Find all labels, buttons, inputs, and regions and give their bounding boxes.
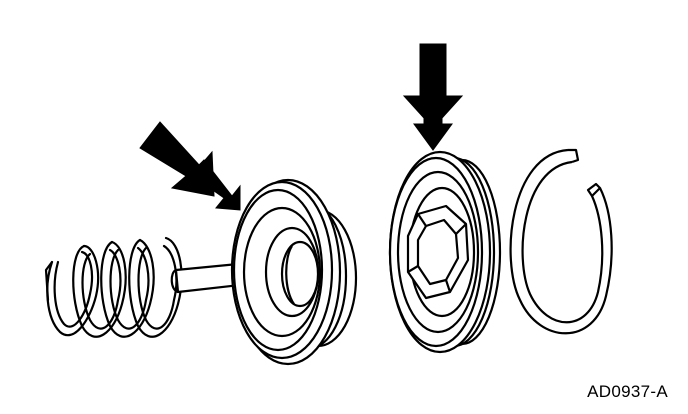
coil-spring [44,236,183,338]
arrow-left-upper [139,121,215,197]
piston-left [230,178,358,366]
arrow-down-icon [402,43,464,151]
snap-ring-end-top [568,148,580,164]
snap-ring [509,148,613,335]
piston-right-hex-edge-2 [455,223,467,235]
piston-left-bore [280,240,320,308]
piston-left-bore-shade [285,245,295,305]
spring-coil-4 [128,236,183,338]
spring-coil-3 [100,238,155,338]
snap-ring-outer [509,148,613,335]
piston-right-hex-edge-3 [444,279,452,293]
spring-coil-4-inner [137,244,178,330]
piston-right [388,150,502,354]
spring-end [44,260,54,302]
figure-reference-code: AD0937-A [587,382,668,401]
piston-right-hex-edge-1 [417,213,427,227]
spring-coil-2 [72,240,127,338]
arrow-right-lower [413,105,453,151]
arrow-left-lower [189,159,241,211]
arrow-right-upper [402,43,464,129]
spring-coil-3-inner [109,246,150,330]
spring-coil-2-inner [81,248,122,330]
snap-ring-end-bottom [586,182,602,198]
spring-coil-1-inner [53,250,94,328]
piston-right-hex-edge-4 [407,265,419,273]
stem-tip [170,268,179,294]
snap-ring-inner [521,160,604,324]
arrow-down-right-icon [139,121,241,211]
